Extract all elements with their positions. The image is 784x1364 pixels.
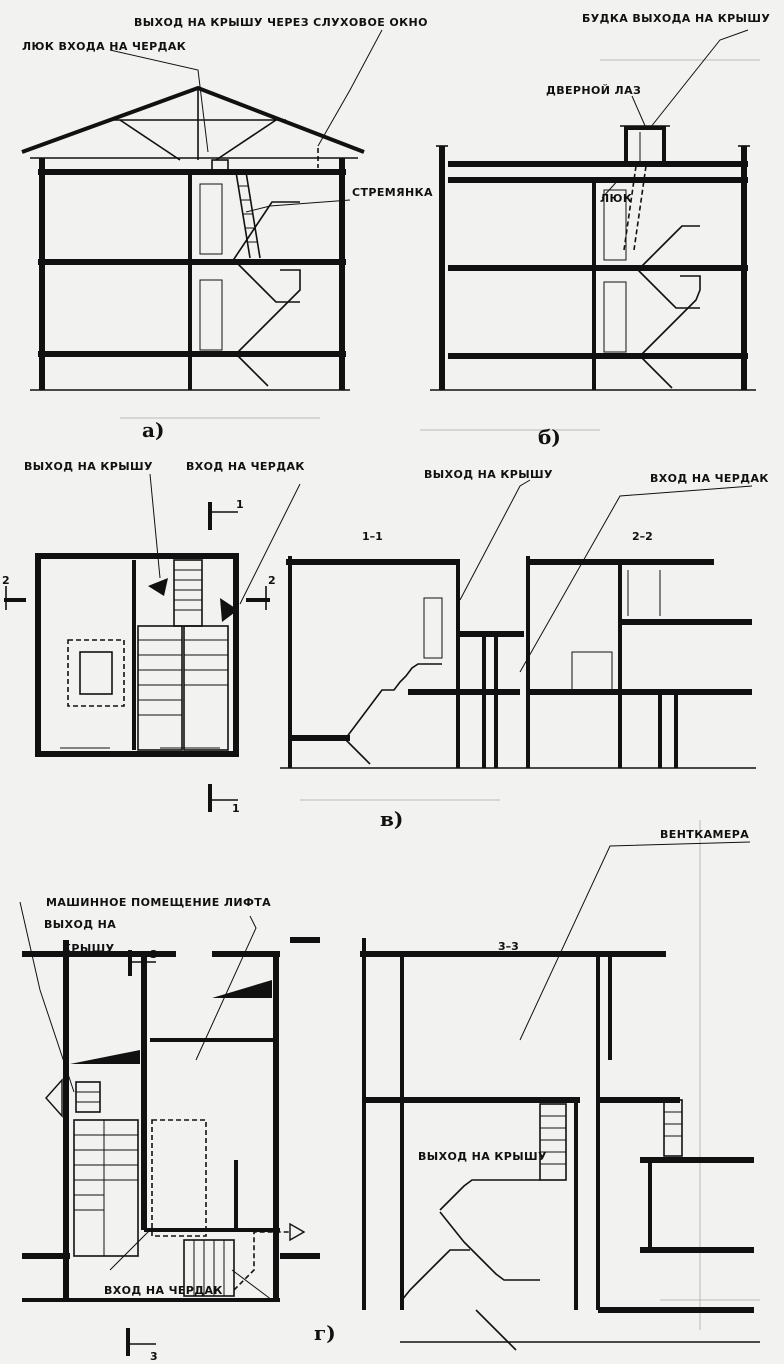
label-v-section-attic-entry: ВХОД НА ЧЕРДАК [650, 472, 769, 485]
label-b-door-hatch: ДВЕРНОЙ ЛАЗ [546, 84, 641, 97]
section-label-2-2: 2–2 [632, 530, 653, 543]
figure-letter-a: а) [142, 418, 164, 442]
section-label-1-1: 1–1 [362, 530, 383, 543]
label-a-ladder: СТРЕМЯНКА [352, 186, 433, 199]
section-mark-1-bottom: 1 [232, 802, 240, 815]
label-a-dormer-exit: ВЫХОД НА КРЫШУ ЧЕРЕЗ СЛУХОВОЕ ОКНО [134, 16, 428, 29]
figure-letter-g: г) [314, 1321, 336, 1345]
figure-letter-v: в) [380, 807, 403, 831]
background-ghost-lines [120, 59, 760, 1330]
figure-b-section [430, 29, 756, 391]
section-mark-1-top: 1 [236, 498, 244, 511]
section-label-3-3: 3–3 [498, 940, 519, 953]
label-v-roof-exit: ВЫХОД НА КРЫШУ [24, 460, 153, 473]
label-v-section-roof-exit: ВЫХОД НА КРЫШУ [424, 468, 553, 481]
label-g-vent-chamber: ВЕНТКАМЕРА [660, 828, 749, 841]
figure-a-section [21, 29, 383, 391]
label-g-roof-exit-line1: ВЫХОД НА [44, 918, 116, 931]
figure-v-plan [4, 473, 301, 812]
label-b-hatch: ЛЮК [600, 192, 632, 205]
section-mark-3-bottom: 3 [150, 1350, 158, 1363]
section-mark-2-left: 2 [2, 574, 10, 587]
figure-letter-b: б) [538, 425, 561, 449]
section-mark-3-top: 3 [150, 948, 158, 961]
label-g-machine-room: МАШИННОЕ ПОМЕЩЕНИЕ ЛИФТА [46, 896, 271, 909]
figure-v-sections [280, 479, 756, 769]
label-v-attic-entry: ВХОД НА ЧЕРДАК [186, 460, 305, 473]
figure-g-section [360, 841, 760, 1351]
label-g-attic-entry: ВХОД НА ЧЕРДАК [104, 1284, 223, 1297]
label-a-attic-hatch: ЛЮК ВХОДА НА ЧЕРДАК [22, 40, 186, 53]
label-g-roof-exit-line2: КРЫШУ [62, 942, 115, 955]
label-b-roof-booth: БУДКА ВЫХОДА НА КРЫШУ [582, 12, 770, 25]
section-mark-2-right: 2 [268, 574, 276, 587]
figure-g-plan [19, 901, 320, 1356]
label-g-section-roof-exit: ВЫХОД НА КРЫШУ [418, 1150, 547, 1163]
